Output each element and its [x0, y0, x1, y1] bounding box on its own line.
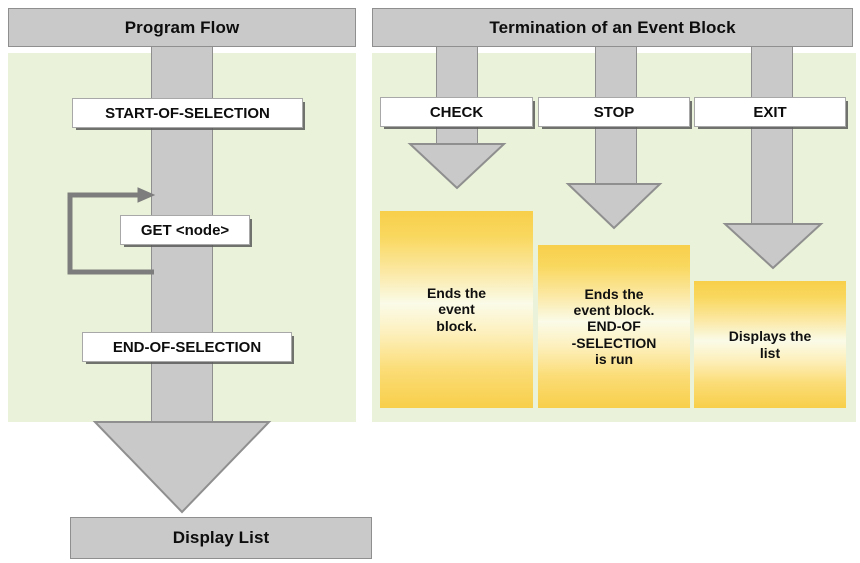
stop-arrow-head [565, 183, 663, 230]
get-loop-arrow-head [137, 187, 156, 203]
desc-line: event [438, 301, 475, 318]
end-of-selection-label: END-OF-SELECTION [112, 338, 262, 356]
desc-line: Displays the [728, 328, 812, 345]
get-loop-arrow-path [67, 192, 154, 275]
desc-line: list [759, 344, 781, 361]
check-description-text: Ends the event block. [427, 285, 486, 333]
desc-line: Ends the [426, 285, 487, 302]
stop-down-arrow [565, 183, 663, 230]
display-list-label: Display List [172, 528, 270, 547]
check-description-box: Ends the event block. [380, 211, 533, 408]
program-flow-title-bar: Program Flow [8, 8, 356, 47]
exit-arrow-head [722, 223, 824, 270]
exit-statement-box[interactable]: EXIT [694, 97, 846, 127]
check-statement-box[interactable]: CHECK [380, 97, 533, 127]
check-statement-label: CHECK [429, 103, 484, 121]
stop-statement-box[interactable]: STOP [538, 97, 690, 127]
exit-flow-column [751, 46, 793, 246]
exit-description-text: Displays the list [729, 328, 811, 360]
stop-description-box: Ends the event block. END-OF -SELECTION … [538, 245, 690, 408]
desc-line: block. [436, 317, 477, 334]
stop-statement-label: STOP [593, 103, 635, 121]
desc-line: is run [594, 350, 634, 367]
display-list-bar[interactable]: Display List [70, 517, 372, 559]
program-flow-arrow-head [92, 421, 272, 514]
termination-title: Termination of an Event Block [489, 17, 736, 37]
check-arrow-head [407, 143, 507, 190]
termination-title-bar: Termination of an Event Block [372, 8, 853, 47]
exit-description-box: Displays the list [694, 281, 846, 408]
exit-statement-label: EXIT [753, 103, 787, 121]
end-of-selection-box[interactable]: END-OF-SELECTION [82, 332, 292, 362]
stop-description-text: Ends the event block. END-OF -SELECTION … [572, 286, 657, 366]
program-flow-title: Program Flow [124, 17, 240, 37]
get-node-label: GET <node> [140, 221, 230, 239]
desc-line: END-OF [587, 318, 641, 335]
start-of-selection-label: START-OF-SELECTION [105, 104, 270, 122]
get-node-box[interactable]: GET <node> [120, 215, 250, 245]
start-of-selection-box[interactable]: START-OF-SELECTION [72, 98, 303, 128]
program-flow-down-arrow [92, 421, 272, 514]
desc-line: event block. [573, 302, 655, 319]
exit-down-arrow [722, 223, 824, 270]
check-down-arrow [407, 143, 507, 190]
get-loop-arrow [67, 187, 156, 275]
desc-line: Ends the [584, 286, 644, 303]
desc-line: -SELECTION [571, 334, 657, 351]
